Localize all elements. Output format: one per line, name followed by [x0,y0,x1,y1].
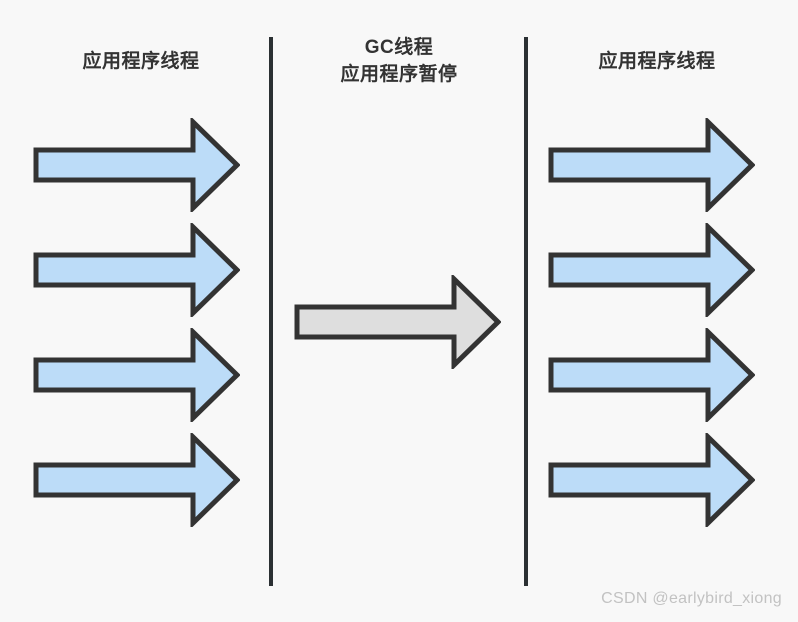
app-thread-arrow-left-4 [33,433,240,527]
column-header-left-app-threads: 应用程序线程 [82,51,200,72]
app-thread-arrow-right-4 [548,433,755,527]
column-header-center-gc-pause: GC线程 应用程序暂停 [282,34,516,88]
column-header-right-app-threads: 应用程序线程 [598,51,716,72]
app-thread-arrow-right-3 [548,328,755,422]
app-thread-arrow-right-2 [548,223,755,317]
column-header-center-line2: 应用程序暂停 [340,64,458,85]
gc-thread-arrow [294,275,501,369]
app-thread-arrow-left-1 [33,118,240,212]
divider-line-left [269,37,273,586]
divider-line-right [524,37,528,586]
column-header-center-line1: GC线程 [364,37,434,58]
app-thread-arrow-right-1 [548,118,755,212]
app-thread-arrow-left-3 [33,328,240,422]
app-thread-arrow-left-2 [33,223,240,317]
watermark-text: CSDN @earlybird_xiong [601,590,782,607]
